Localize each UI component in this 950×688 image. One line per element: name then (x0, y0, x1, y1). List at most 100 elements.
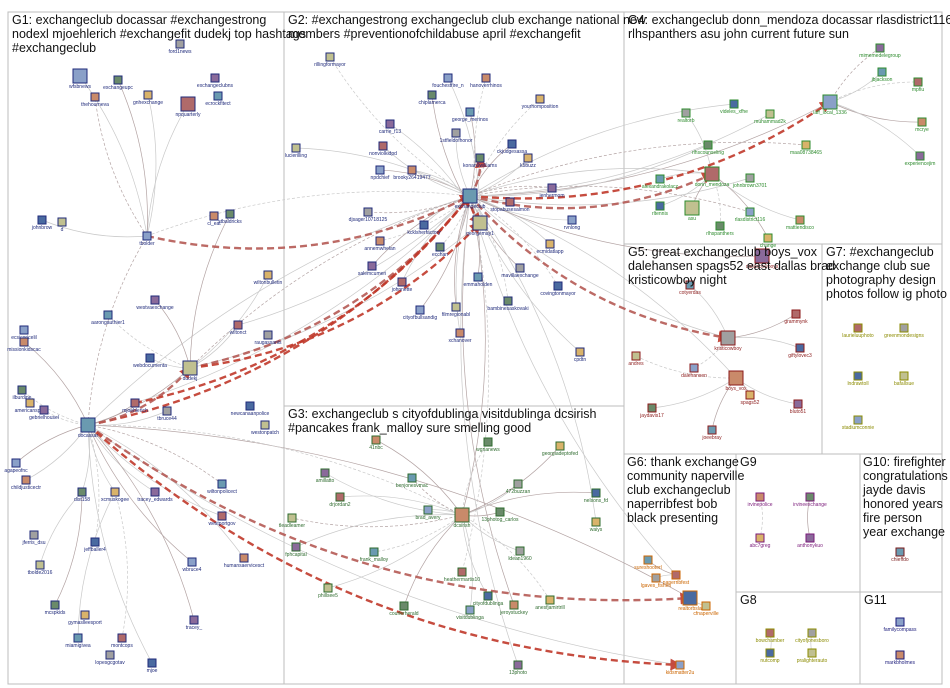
node-avatar (370, 548, 378, 556)
node-avatar (452, 303, 460, 311)
node-label: videles_xfhe (720, 109, 748, 115)
node-avatar (12, 459, 20, 467)
node-label: anthonykuo (797, 543, 823, 549)
node-avatar (524, 154, 532, 162)
node-avatar (764, 234, 772, 242)
node-label: westonpatch (251, 430, 279, 436)
node-label: realtorb (678, 118, 695, 124)
node-avatar (364, 208, 372, 216)
node-label: konan9williams (463, 163, 497, 169)
node-avatar (324, 584, 332, 592)
node-avatar (240, 554, 248, 562)
node-avatar (20, 326, 28, 334)
node-label: hanoverrhinos (470, 83, 502, 89)
node-avatar (854, 324, 862, 332)
group-title-line: nodexl mjoehlerich #exchangefit dudekj t… (12, 27, 306, 41)
group-title-line: G9 (740, 455, 757, 469)
node-label: mjoe (147, 668, 158, 674)
node-avatar (510, 601, 518, 609)
node-label: wiltonpolicect (207, 489, 237, 495)
node-avatar (218, 512, 226, 520)
node-label: johnbrown3701 (732, 183, 767, 189)
node-avatar (916, 152, 924, 160)
group-title-line: kristicowboy night (628, 273, 727, 287)
node-avatar (672, 571, 680, 579)
node-avatar (702, 602, 710, 610)
node-label: mattiendisco (786, 225, 814, 231)
node-avatar (181, 97, 195, 111)
node-avatar (794, 400, 802, 408)
node-label: experiencejim (905, 161, 936, 167)
node-label: greenmondesigns (884, 333, 924, 339)
group-title-line: G4: exchangeclub donn_mendoza docassar r… (628, 13, 950, 27)
node-label: exchangeupc (103, 85, 133, 91)
node-avatar (463, 189, 477, 203)
node-label: muhammad2k (754, 119, 786, 125)
node-label: newcanaanpolice (231, 411, 270, 417)
node[interactable]: mpfiu (912, 78, 924, 93)
node-avatar (756, 534, 764, 542)
group-title-line: rlhspanthers asu john current future sun (628, 27, 849, 41)
node-avatar (896, 618, 904, 626)
group-title-line: photos follow ig photo (826, 287, 947, 301)
node-label: exchangeclub (455, 204, 486, 210)
node-avatar (896, 548, 904, 556)
node[interactable]: mjoe (147, 659, 158, 674)
node-label: cityofjonesboro (795, 638, 829, 644)
node-avatar (106, 651, 114, 659)
node-avatar (114, 76, 122, 84)
node-avatar (264, 271, 272, 279)
node-avatar (452, 129, 460, 137)
node-avatar (151, 488, 159, 496)
node[interactable]: dudekj (183, 361, 198, 382)
node-avatar (143, 232, 151, 240)
node-label: lopesgcgotav (95, 660, 125, 666)
node-avatar (536, 95, 544, 103)
node-avatar (146, 354, 154, 362)
node-avatar (808, 629, 816, 637)
node-avatar (190, 616, 198, 624)
node-label: brooky26419477 (393, 175, 430, 181)
node-label: mavillaexchange (501, 273, 538, 279)
node-avatar (176, 40, 184, 48)
node-avatar (466, 606, 474, 614)
node-label: dist158 (74, 497, 90, 503)
node-avatar (81, 611, 89, 619)
node-avatar (506, 198, 514, 206)
node-avatar (473, 216, 487, 230)
group-title-line: G11 (864, 593, 887, 607)
node-avatar (420, 221, 428, 229)
node[interactable]: dcsirish (454, 508, 471, 529)
node[interactable]: docassar (78, 418, 99, 439)
node-avatar (183, 361, 197, 375)
node-label: irvinepolice (747, 502, 772, 508)
node-label: johnbrow (31, 225, 53, 231)
node-avatar (729, 371, 743, 385)
node-avatar (455, 508, 469, 522)
node-label: tleadleamer (279, 523, 305, 529)
node-avatar (26, 399, 34, 407)
node-label: markbholmes (885, 660, 916, 666)
node-label: ldean1960 (508, 556, 532, 562)
node-avatar (226, 210, 234, 218)
node-label: cityofbullsandig (403, 315, 437, 321)
node-label: k5buzz (520, 163, 536, 169)
node-label: johnnette (391, 287, 413, 293)
node-avatar (576, 348, 584, 356)
node[interactable]: cpdtn (574, 348, 586, 363)
node-label: wgnanews (476, 447, 500, 453)
node-avatar (508, 140, 516, 148)
node-avatar (705, 167, 719, 181)
node-label: wiltonbulletin (254, 280, 283, 286)
node-label: donn_mendoza (695, 182, 730, 188)
panel-g4 (624, 12, 942, 244)
node-label: jeffballer4 (83, 547, 106, 553)
node-label: yourhomposition (522, 104, 559, 110)
node-label: carrie_f13 (379, 129, 401, 135)
node-avatar (914, 78, 922, 86)
node-avatar (398, 278, 406, 286)
node-avatar (632, 352, 640, 360)
node-label: agapeofnc (4, 468, 28, 474)
group-title-line: G5: great exchangeclub boys_vox (628, 245, 818, 259)
